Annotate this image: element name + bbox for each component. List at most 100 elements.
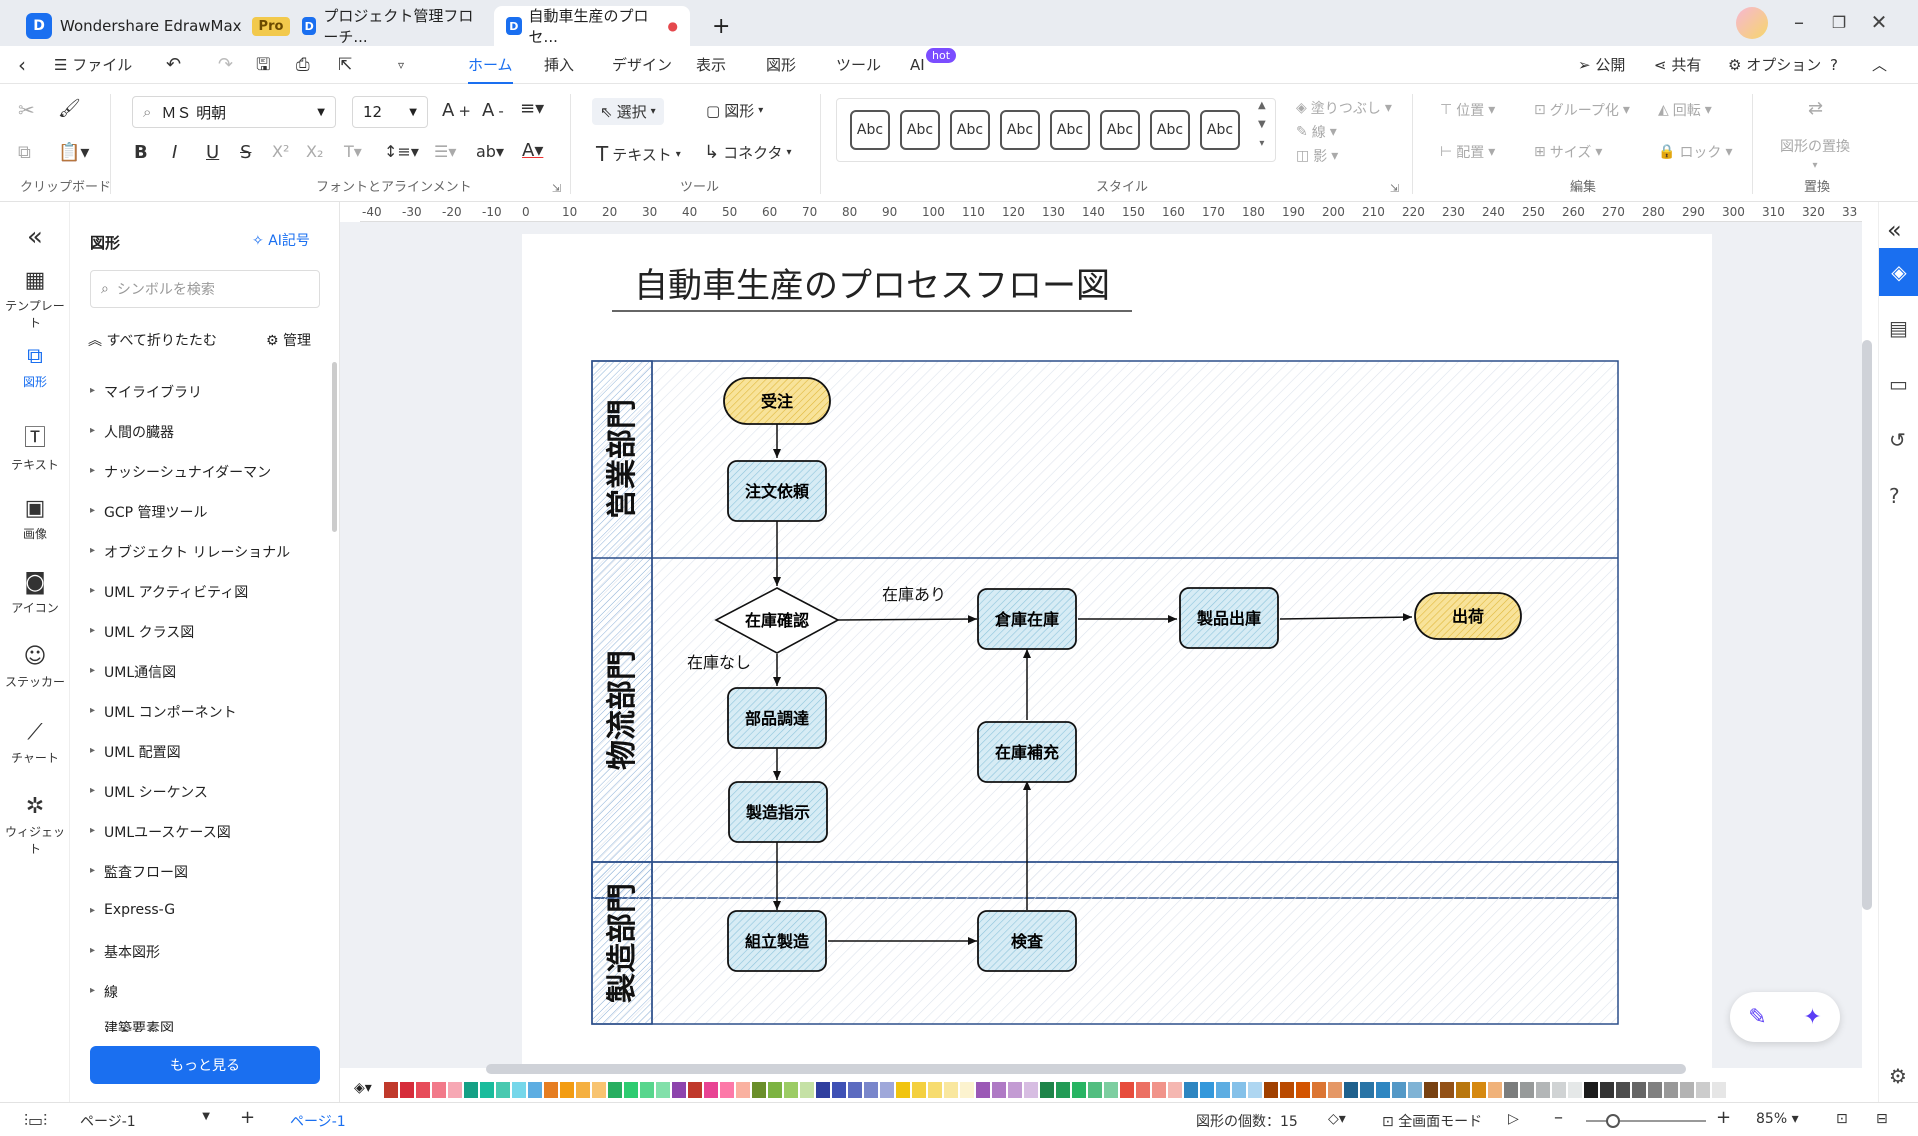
- color-swatch[interactable]: [384, 1082, 398, 1098]
- color-swatch[interactable]: [1568, 1082, 1582, 1098]
- fill-color-icon[interactable]: ◈▾: [354, 1080, 372, 1096]
- color-swatch[interactable]: [1120, 1082, 1134, 1098]
- lock-button[interactable]: 🔒ロック▾: [1658, 144, 1733, 161]
- node-check[interactable]: [714, 587, 840, 654]
- color-swatch[interactable]: [1664, 1082, 1678, 1098]
- style-preset-8[interactable]: Abc: [1200, 110, 1240, 150]
- collapse-ribbon-icon[interactable]: ︿: [1872, 56, 1888, 74]
- color-swatch[interactable]: [864, 1082, 878, 1098]
- dialog-launcher-icon[interactable]: ⇲: [552, 182, 562, 195]
- rail-widget[interactable]: ✲ウィジェット: [0, 794, 70, 857]
- library-item[interactable]: UML コンポーネント: [90, 702, 237, 722]
- format-painter-icon[interactable]: 🖌: [58, 98, 81, 119]
- node-inspect[interactable]: [977, 910, 1077, 972]
- color-swatch[interactable]: [1152, 1082, 1166, 1098]
- subscript-icon[interactable]: X₂: [306, 142, 324, 161]
- color-swatch[interactable]: [1328, 1082, 1342, 1098]
- color-swatch[interactable]: [1072, 1082, 1086, 1098]
- lane-label-logistics[interactable]: 物流部門: [605, 650, 639, 770]
- presentation-icon[interactable]: ▭: [1889, 372, 1908, 396]
- menu-design[interactable]: デザイン: [612, 56, 673, 74]
- text-style-icon[interactable]: T▾: [344, 142, 362, 161]
- style-preset-1[interactable]: Abc: [850, 110, 890, 150]
- zoom-out-icon[interactable]: –: [1554, 1107, 1563, 1128]
- more-icon[interactable]: ▿: [398, 58, 405, 72]
- layers-icon[interactable]: ◇▾: [1328, 1111, 1346, 1127]
- increase-font-icon[interactable]: A+: [442, 100, 471, 121]
- color-swatch[interactable]: [400, 1082, 414, 1098]
- redo-icon[interactable]: ↷: [218, 54, 234, 75]
- color-swatch[interactable]: [1312, 1082, 1326, 1098]
- library-item[interactable]: オブジェクト リレーショナル: [90, 542, 290, 562]
- export-icon[interactable]: ⇱: [338, 55, 353, 75]
- magic-wand-icon[interactable]: ✎: [1748, 1004, 1767, 1030]
- history-icon[interactable]: ↺: [1889, 428, 1906, 452]
- menu-home[interactable]: ホーム: [468, 46, 513, 84]
- fill-button[interactable]: ◈塗りつぶし▾: [1296, 100, 1392, 117]
- color-swatch[interactable]: [576, 1082, 590, 1098]
- color-swatch[interactable]: [560, 1082, 574, 1098]
- position-button[interactable]: ⊤位置▾: [1440, 102, 1496, 119]
- color-swatch[interactable]: [1216, 1082, 1230, 1098]
- options-button[interactable]: ⚙ オプション: [1728, 56, 1822, 74]
- color-swatch[interactable]: [432, 1082, 446, 1098]
- vertical-scrollbar[interactable]: [1862, 340, 1872, 910]
- color-swatch[interactable]: [816, 1082, 830, 1098]
- color-swatch[interactable]: [976, 1082, 990, 1098]
- drawing-page[interactable]: 自動車生産のプロセスフロー図 営業部門 物流部門 製造部門 在庫あ: [522, 234, 1712, 1068]
- fit-page-icon[interactable]: ⊡: [1836, 1111, 1848, 1127]
- zoom-in-icon[interactable]: +: [1716, 1107, 1732, 1128]
- menu-tools[interactable]: ツール: [836, 56, 882, 74]
- color-swatch[interactable]: [1264, 1082, 1278, 1098]
- color-swatch[interactable]: [1552, 1082, 1566, 1098]
- replace-shape-button[interactable]: 図形の置換▾: [1780, 136, 1850, 171]
- color-swatch[interactable]: [720, 1082, 734, 1098]
- style-preset-3[interactable]: Abc: [950, 110, 990, 150]
- color-swatch[interactable]: [1648, 1082, 1662, 1098]
- color-swatch[interactable]: [1600, 1082, 1614, 1098]
- color-swatch[interactable]: [496, 1082, 510, 1098]
- align-button[interactable]: ⊢配置▾: [1440, 144, 1496, 161]
- menu-insert[interactable]: 挿入: [544, 56, 575, 74]
- color-swatch[interactable]: [640, 1082, 654, 1098]
- color-swatch[interactable]: [1088, 1082, 1102, 1098]
- library-item[interactable]: UML アクティビティ図: [90, 582, 248, 602]
- library-item[interactable]: 人間の臓器: [90, 422, 174, 442]
- library-item[interactable]: マイライブラリ: [90, 382, 202, 402]
- shadow-button[interactable]: ◫影▾: [1296, 148, 1339, 165]
- color-swatch[interactable]: [832, 1082, 846, 1098]
- style-panel-icon[interactable]: ◈: [1879, 248, 1918, 296]
- color-swatch[interactable]: [1232, 1082, 1246, 1098]
- color-swatch[interactable]: [1296, 1082, 1310, 1098]
- library-item[interactable]: Express-G: [90, 902, 175, 918]
- rail-sticker[interactable]: ☺ステッカー: [0, 644, 70, 690]
- font-size-dropdown[interactable]: 12 ▼: [352, 96, 428, 128]
- sparkle-icon[interactable]: ✦: [1803, 1004, 1822, 1030]
- color-swatch[interactable]: [1392, 1082, 1406, 1098]
- underline-icon[interactable]: U: [206, 142, 220, 163]
- page-select-dropdown[interactable]: ページ-1▼: [80, 1111, 210, 1131]
- doc-tab-project[interactable]: D プロジェクト管理フローチ...: [290, 6, 490, 46]
- color-swatch[interactable]: [1696, 1082, 1710, 1098]
- doc-tab-active[interactable]: D 自動車生産のプロセ... ●: [494, 6, 690, 46]
- ai-symbol-button[interactable]: ✧ AI記号: [252, 230, 310, 250]
- color-swatch[interactable]: [624, 1082, 638, 1098]
- color-swatch[interactable]: [1360, 1082, 1374, 1098]
- color-swatch[interactable]: [1680, 1082, 1694, 1098]
- manage-button[interactable]: ⚙ 管理: [266, 330, 311, 350]
- style-preset-4[interactable]: Abc: [1000, 110, 1040, 150]
- close-icon[interactable]: ✕: [1870, 10, 1888, 34]
- case-icon[interactable]: ab▾: [476, 142, 504, 161]
- symbol-search-input[interactable]: ⌕シンボルを検索: [90, 270, 320, 308]
- edge-check-warehouse[interactable]: [837, 615, 978, 624]
- line-spacing-icon[interactable]: ↕≡▾: [384, 142, 419, 161]
- color-swatch[interactable]: [1424, 1082, 1438, 1098]
- align-icon[interactable]: ≡▾: [520, 98, 545, 119]
- color-swatch[interactable]: [1184, 1082, 1198, 1098]
- node-assembly[interactable]: [727, 910, 827, 972]
- color-swatch[interactable]: [1440, 1082, 1454, 1098]
- color-swatch[interactable]: [1632, 1082, 1646, 1098]
- font-color-icon[interactable]: A▾: [522, 140, 544, 161]
- rail-templates[interactable]: ▦テンプレート: [0, 268, 70, 331]
- library-item[interactable]: UML 配置図: [90, 742, 181, 762]
